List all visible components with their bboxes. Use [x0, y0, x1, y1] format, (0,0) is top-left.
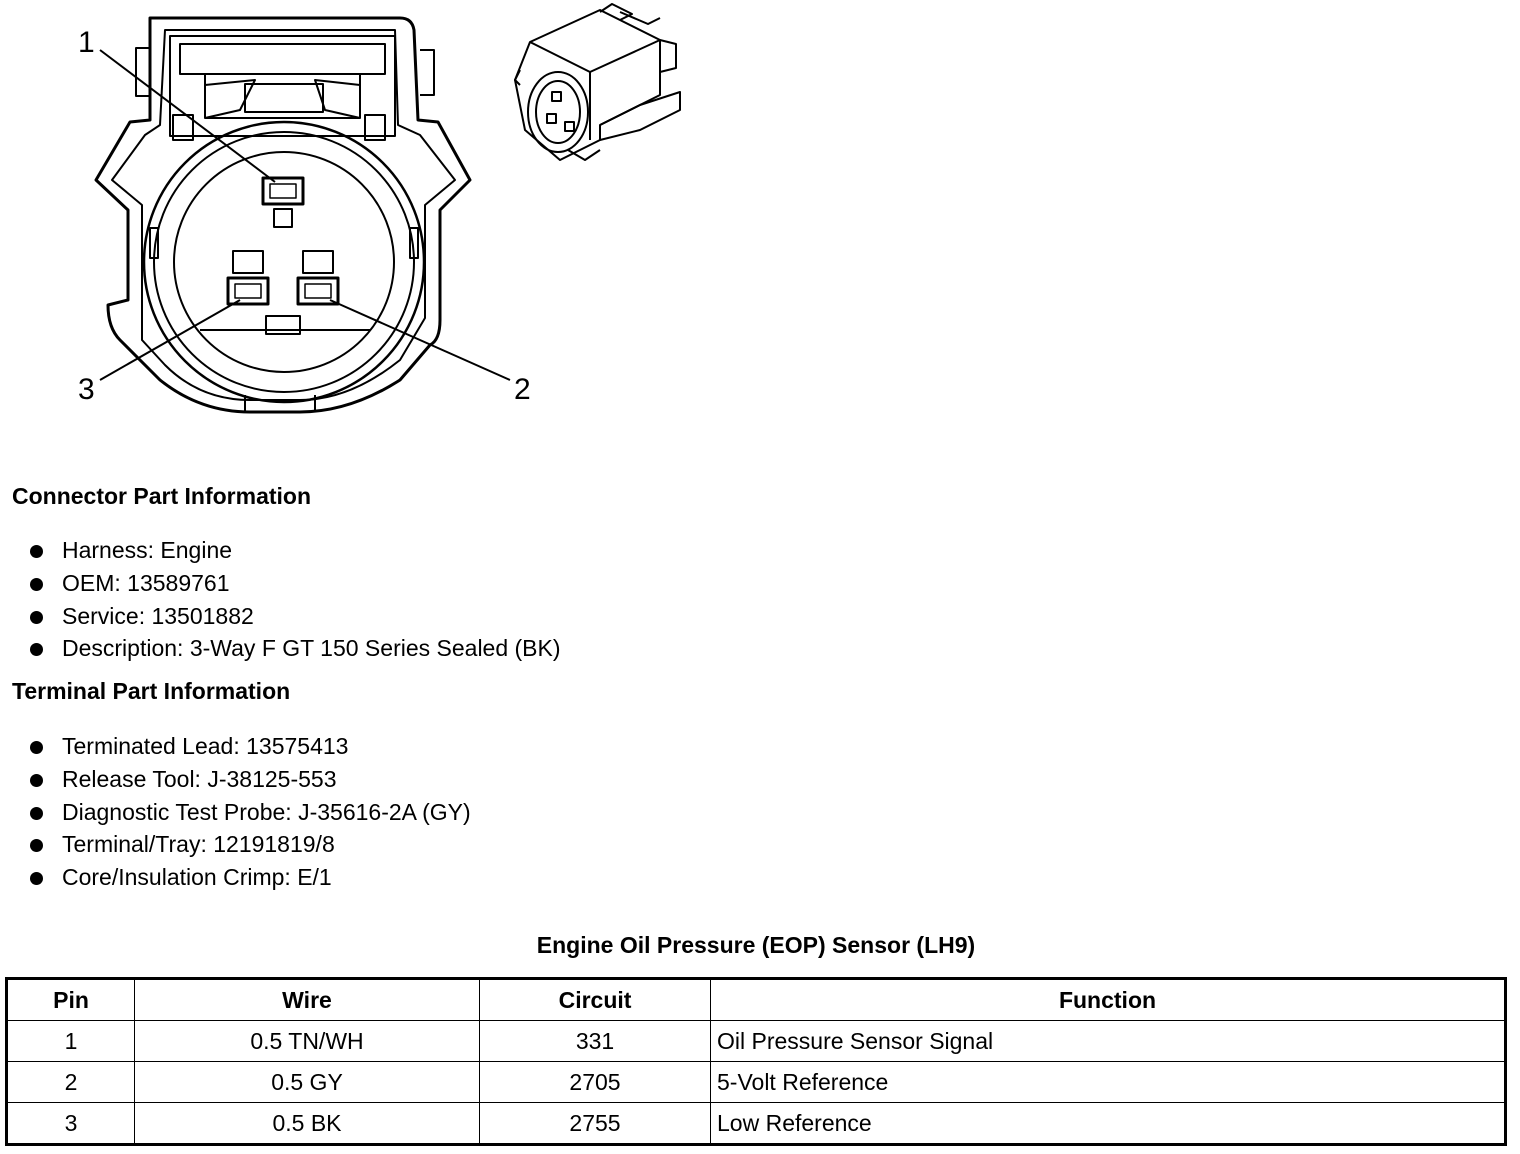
terminal-info-heading: Terminal Part Information: [12, 678, 291, 704]
list-item: Core/Insulation Crimp: E/1: [28, 861, 471, 894]
connector-info-heading: Connector Part Information: [12, 483, 312, 509]
cell-wire: 0.5 TN/WH: [134, 1020, 480, 1062]
cell-pin: 2: [6, 1061, 135, 1103]
cell-function: Low Reference: [710, 1102, 1506, 1145]
cell-circuit: 2705: [479, 1061, 711, 1103]
connector-info-list: Harness: Engine OEM: 13589761 Service: 1…: [28, 534, 561, 665]
list-item: Release Tool: J-38125-553: [28, 763, 471, 796]
cell-wire: 0.5 BK: [134, 1102, 480, 1145]
connector-face-diagram: [94, 3, 681, 414]
table-header-row: Pin Wire Circuit Function: [6, 978, 1506, 1021]
table-row: 3 0.5 BK 2755 Low Reference: [6, 1102, 1506, 1145]
callout-pin-1: 1: [78, 26, 95, 59]
cell-wire: 0.5 GY: [134, 1061, 480, 1103]
list-item: OEM: 13589761: [28, 567, 561, 600]
list-item: Terminated Lead: 13575413: [28, 730, 471, 763]
list-item: Diagnostic Test Probe: J-35616-2A (GY): [28, 796, 471, 829]
header-function: Function: [710, 978, 1506, 1021]
list-item: Terminal/Tray: 12191819/8: [28, 828, 471, 861]
header-circuit: Circuit: [479, 978, 711, 1021]
list-item: Description: 3-Way F GT 150 Series Seale…: [28, 632, 561, 665]
callout-pin-2: 2: [514, 373, 531, 406]
terminal-info-list: Terminated Lead: 13575413 Release Tool: …: [28, 730, 471, 894]
table-row: 1 0.5 TN/WH 331 Oil Pressure Sensor Sign…: [6, 1020, 1506, 1062]
cell-function: 5-Volt Reference: [710, 1061, 1506, 1103]
list-item: Harness: Engine: [28, 534, 561, 567]
table-row: 2 0.5 GY 2705 5-Volt Reference: [6, 1061, 1506, 1103]
cell-function: Oil Pressure Sensor Signal: [710, 1020, 1506, 1062]
cell-circuit: 2755: [479, 1102, 711, 1145]
pinout-table: Pin Wire Circuit Function 1 0.5 TN/WH 33…: [5, 977, 1507, 1146]
cell-pin: 1: [6, 1020, 135, 1062]
header-wire: Wire: [134, 978, 480, 1021]
table-title: Engine Oil Pressure (EOP) Sensor (LH9): [536, 932, 976, 958]
header-pin: Pin: [6, 978, 135, 1021]
list-item: Service: 13501882: [28, 600, 561, 633]
callout-pin-3: 3: [78, 373, 95, 406]
cell-pin: 3: [6, 1102, 135, 1145]
cell-circuit: 331: [479, 1020, 711, 1062]
